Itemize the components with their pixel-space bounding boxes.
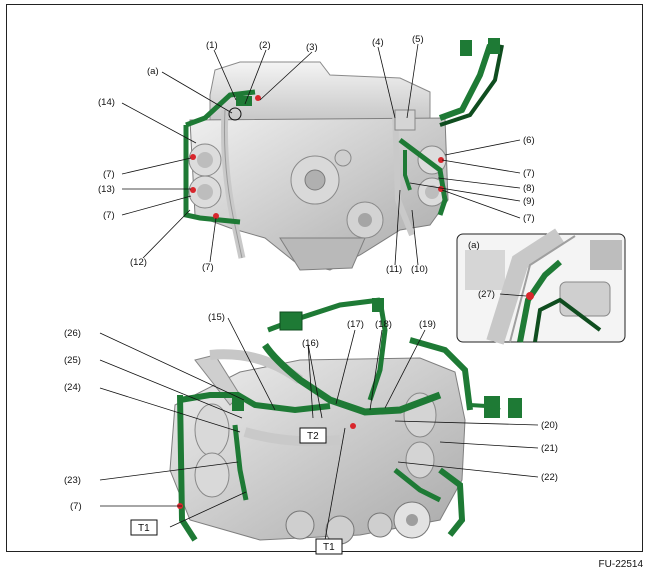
callout-7-e: (7): [202, 262, 214, 273]
callout-7-c: (7): [103, 210, 115, 221]
torque-box-t1-left: T1: [130, 519, 158, 536]
callout-20: (20): [541, 420, 558, 431]
callout-7-d: (7): [523, 213, 535, 224]
callout-25: (25): [64, 355, 81, 366]
callout-1: (1): [206, 40, 218, 51]
callout-24: (24): [64, 382, 81, 393]
callout-22: (22): [541, 472, 558, 483]
figure-code: FU-22514: [598, 559, 643, 570]
callout-15: (15): [208, 312, 225, 323]
callout-12: (12): [130, 257, 147, 268]
torque-label-t1-left: T1: [138, 523, 150, 534]
detail-label-a: (a): [468, 240, 480, 251]
torque-box-t2: T2: [299, 427, 327, 444]
callout-2: (2): [259, 40, 271, 51]
callout-11: (11): [386, 264, 402, 275]
bottom-leader-lines: [99, 317, 539, 541]
detail-inset: [456, 228, 626, 345]
callout-27: (27): [478, 289, 495, 300]
callout-7-bottom: (7): [70, 501, 82, 512]
callout-19: (19): [419, 319, 436, 330]
torque-label-t2: T2: [307, 431, 319, 442]
callout-8: (8): [523, 183, 535, 194]
bottom-engine-view: [169, 297, 522, 545]
callout-16: (16): [302, 338, 319, 349]
callout-a: (a): [147, 66, 159, 77]
callout-23: (23): [64, 475, 81, 486]
callout-17: (17): [347, 319, 364, 330]
callout-14: (14): [98, 97, 115, 108]
callout-26: (26): [64, 328, 81, 339]
callout-6: (6): [523, 135, 535, 146]
callout-7-a: (7): [103, 169, 115, 180]
callout-5: (5): [412, 34, 424, 45]
torque-box-t1-bottom: T1: [315, 538, 343, 555]
top-engine-view: [183, 38, 504, 271]
callout-9: (9): [523, 196, 535, 207]
callout-13: (13): [98, 184, 115, 195]
callout-10: (10): [411, 264, 428, 275]
callout-4: (4): [372, 37, 384, 48]
torque-label-t1-bottom: T1: [323, 542, 335, 553]
callout-3: (3): [306, 42, 318, 53]
callout-21: (21): [541, 443, 558, 454]
callout-18: (18): [375, 319, 392, 330]
top-leader-lines: [121, 43, 521, 266]
callout-7-b: (7): [523, 168, 535, 179]
